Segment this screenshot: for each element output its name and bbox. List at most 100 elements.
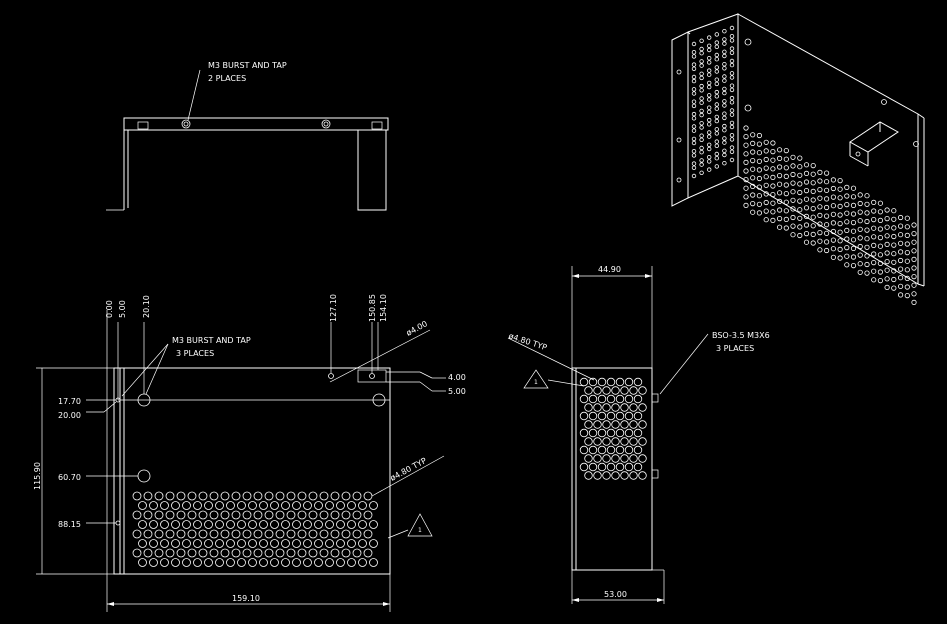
vent-hole	[132, 491, 142, 501]
side-top-dim: 44.90	[598, 265, 621, 274]
front-dia-label: ø4.00	[405, 319, 429, 338]
front-height-dim: 115.90	[33, 462, 42, 490]
vent-hole	[729, 137, 735, 142]
vent-hole	[176, 491, 186, 501]
vent-hole-pattern-front	[132, 491, 378, 567]
vent-hole	[776, 207, 783, 213]
vent-hole	[633, 428, 643, 438]
vent-hole	[707, 134, 712, 139]
vent-hole	[286, 491, 296, 501]
vent-hole	[897, 232, 904, 238]
vent-hole	[193, 539, 202, 548]
vent-hole	[891, 251, 897, 257]
vent-hole	[264, 491, 274, 501]
vent-hole	[325, 539, 334, 548]
vent-hole	[154, 529, 164, 539]
vent-hole	[830, 246, 837, 252]
vent-hole	[707, 93, 712, 98]
vent-hole	[743, 202, 749, 208]
vent-hole	[803, 179, 810, 185]
vent-hole	[857, 226, 863, 232]
vent-hole	[891, 208, 897, 214]
vent-hole	[864, 201, 870, 207]
vent-hole	[314, 539, 323, 548]
vent-hole	[620, 454, 629, 463]
vent-hole	[281, 501, 290, 510]
vent-hole	[877, 269, 884, 275]
vent-hole	[615, 411, 625, 421]
vent-hole	[275, 510, 285, 520]
vent-hole	[165, 548, 175, 558]
vent-hole	[624, 411, 634, 421]
vent-hole	[911, 239, 917, 245]
vent-hole	[729, 50, 735, 55]
vent-hole	[615, 394, 625, 404]
vent-hole	[714, 164, 719, 169]
vent-hole	[770, 183, 776, 189]
vent-hole	[729, 34, 735, 39]
vent-hole	[823, 230, 830, 236]
vent-hole	[259, 539, 268, 548]
vent-hole	[198, 529, 208, 539]
vent-hole	[884, 216, 890, 222]
vent-hole	[292, 501, 301, 510]
vent-hole-pattern-iso	[691, 25, 917, 305]
vent-hole	[904, 241, 910, 247]
vent-hole	[911, 299, 917, 305]
vent-hole	[783, 182, 789, 188]
vent-hole	[729, 75, 735, 80]
vent-hole	[707, 146, 712, 152]
vent-hole	[593, 471, 602, 480]
vent-hole	[363, 529, 373, 539]
vent-hole	[347, 539, 356, 548]
vent-hole	[633, 462, 643, 472]
vent-hole	[837, 229, 843, 235]
vent-hole	[319, 510, 329, 520]
vent-hole	[691, 161, 697, 166]
vent-hole	[193, 558, 202, 567]
vent-hole	[369, 539, 378, 548]
vent-hole	[817, 212, 823, 218]
vent-hole	[763, 174, 769, 180]
vent-hole	[699, 121, 704, 126]
vent-hole	[750, 201, 756, 207]
vent-hole	[691, 74, 697, 80]
vent-hole	[857, 192, 863, 198]
vent-hole	[714, 155, 719, 161]
vent-hole	[593, 403, 602, 412]
vent-hole	[714, 40, 719, 45]
side-hole-typ: ø4.80 TYP	[507, 331, 548, 352]
vent-hole	[624, 394, 634, 404]
vent-hole	[857, 200, 863, 207]
vent-hole	[193, 520, 202, 529]
vent-hole	[352, 491, 362, 501]
vent-hole	[699, 133, 704, 138]
vent-hole	[691, 173, 697, 179]
vent-hole	[810, 214, 816, 220]
vent-hole	[691, 148, 697, 154]
vent-hole	[182, 539, 191, 548]
vent-hole	[187, 510, 197, 520]
vent-hole	[891, 233, 897, 240]
vent-hole	[743, 151, 749, 157]
vent-hole	[363, 491, 373, 501]
vent-hole	[597, 377, 607, 387]
vent-hole	[911, 273, 917, 280]
vent-hole	[588, 411, 598, 421]
vent-hole	[803, 205, 810, 211]
vent-hole	[297, 510, 307, 520]
vent-hole	[770, 174, 776, 180]
vent-hole	[629, 471, 638, 480]
vent-hole	[810, 231, 816, 237]
vent-hole	[154, 548, 164, 558]
vent-hole	[850, 211, 857, 217]
vent-hole	[171, 558, 180, 567]
vent-hole	[707, 142, 712, 147]
vent-hole	[707, 80, 712, 86]
vent-hole	[149, 558, 158, 567]
vent-hole	[629, 386, 638, 395]
vent-hole	[722, 127, 727, 133]
vent-hole	[699, 83, 704, 89]
vent-hole	[198, 491, 208, 501]
vent-hole	[176, 548, 186, 558]
